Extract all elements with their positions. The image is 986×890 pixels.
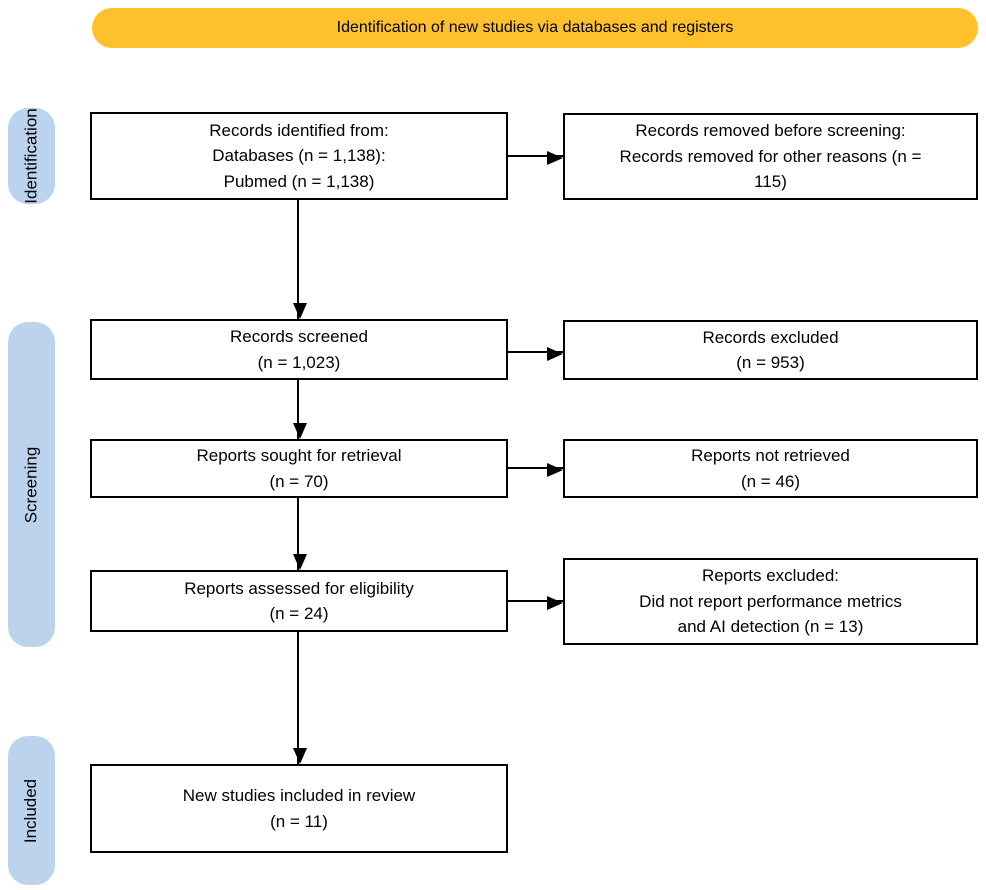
arrow-assessed-to-excluded — [508, 596, 563, 610]
arrow-identified-to-screened — [293, 200, 307, 319]
flow-box-records-removed: Records removed before screening: Record… — [563, 113, 978, 200]
flow-box-reports-excluded-text: Reports excluded: Did not report perform… — [639, 566, 902, 637]
flow-box-reports-sought-text: Reports sought for retrieval (n = 70) — [196, 446, 402, 491]
flow-box-new-studies-included-text: New studies included in review (n = 11) — [182, 786, 416, 831]
flow-box-reports-assessed: Reports assessed for eligibility (n = 24… — [90, 570, 508, 632]
flow-box-reports-sought: Reports sought for retrieval (n = 70) — [90, 439, 508, 498]
arrow-screened-to-excluded — [508, 347, 563, 361]
flow-box-reports-not-retrieved: Reports not retrieved (n = 46) — [563, 439, 978, 498]
flow-box-records-screened: Records screened (n = 1,023) — [90, 319, 508, 380]
flow-box-reports-not-retrieved-text: Reports not retrieved (n = 46) — [691, 446, 850, 491]
stage-pill-included: Included — [8, 736, 55, 885]
banner-title: Identification of new studies via databa… — [92, 8, 978, 48]
flow-box-records-identified: Records identified from: Databases (n = … — [90, 112, 508, 200]
flow-box-records-screened-text: Records screened (n = 1,023) — [230, 327, 368, 372]
stage-pill-screening: Screening — [8, 322, 55, 647]
banner-title-label: Identification of new studies via databa… — [336, 19, 734, 36]
arrow-sought-to-not-retrieved — [508, 463, 563, 477]
flow-box-records-excluded-text: Records excluded (n = 953) — [702, 327, 839, 373]
flow-box-records-excluded: Records excluded (n = 953) — [563, 320, 978, 380]
stage-pill-identification: Identification — [8, 108, 55, 204]
arrow-sought-to-assessed — [293, 498, 307, 570]
stage-label-screening: Screening — [21, 446, 41, 523]
flow-box-reports-excluded: Reports excluded: Did not report perform… — [563, 558, 978, 645]
flow-box-new-studies-included: New studies included in review (n = 11) — [90, 764, 508, 853]
flow-box-reports-assessed-text: Reports assessed for eligibility (n = 24… — [184, 578, 414, 624]
arrow-assessed-to-included — [293, 632, 307, 764]
flow-box-records-identified-text: Records identified from: Databases (n = … — [209, 120, 389, 191]
stage-label-identification: Identification — [21, 108, 41, 204]
stage-label-included: Included — [21, 778, 41, 843]
arrow-screened-to-sought — [293, 380, 307, 439]
flow-box-records-removed-text: Records removed before screening: Record… — [619, 121, 922, 192]
arrow-identified-to-removed — [508, 151, 563, 165]
